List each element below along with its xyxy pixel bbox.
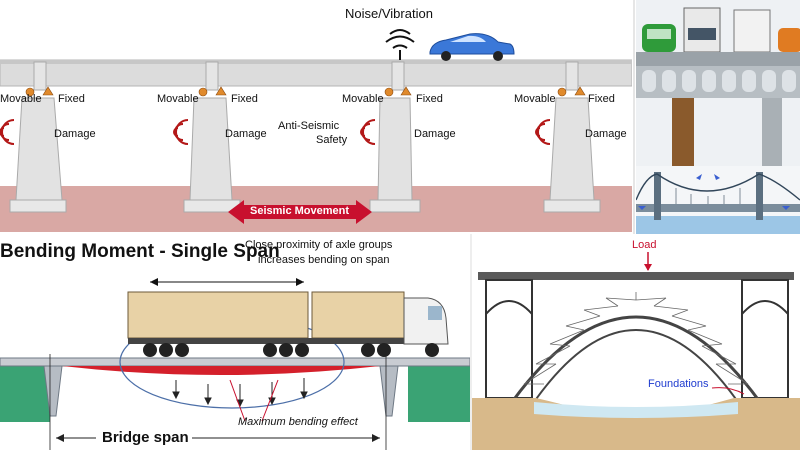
- arch-bridge-panel: Load Foundations: [472, 234, 800, 450]
- suspension-bridge-panel: [636, 166, 800, 234]
- panel-divider-vertical: [633, 0, 635, 234]
- traffic-overpass-svg: [636, 0, 800, 166]
- right-abutment: [408, 362, 470, 422]
- safety-label: Safety: [316, 134, 348, 146]
- damage-label-3: Damage: [414, 128, 456, 140]
- seismic-diagram-panel: Noise/Vibration Movable Fixed Damage Mov…: [0, 0, 632, 232]
- wheels: [143, 343, 439, 357]
- noise-vibration-icon: [385, 29, 415, 60]
- concrete-column: [762, 98, 782, 166]
- bending-moment-panel: Bending Moment - Single Span Close proxi…: [0, 234, 470, 450]
- bearings: [25, 86, 586, 97]
- arch-deck: [478, 272, 794, 280]
- movable-label-2: Movable: [157, 93, 199, 105]
- arch-truss-lacing: [523, 292, 749, 385]
- seismic-diagram-svg: [0, 0, 632, 232]
- seismic-movement-arrow: [228, 200, 372, 224]
- pier-1: [9, 61, 67, 213]
- damage-label-1: Damage: [54, 128, 96, 140]
- movable-label-3: Movable: [342, 93, 384, 105]
- car-icon: [429, 33, 515, 61]
- force-arrows-icon: [638, 174, 790, 210]
- green-car-icon: [642, 24, 676, 52]
- panel-divider-bottom: [470, 234, 472, 450]
- foundations-label: Foundations: [648, 378, 709, 390]
- pier-3: [369, 61, 421, 213]
- pier-2: [183, 61, 241, 213]
- left-abutment: [0, 362, 50, 422]
- noise-vibration-label: Noise/Vibration: [345, 6, 433, 21]
- damage-label-2: Damage: [225, 128, 267, 140]
- damage-wave-icons: [0, 119, 551, 145]
- load-label: Load: [632, 239, 657, 251]
- truck-icon: [683, 7, 721, 53]
- movable-label-4: Movable: [514, 93, 556, 105]
- movable-label-1: Movable: [0, 93, 42, 105]
- axle-note-line1: Close proximity of axle groups: [245, 239, 393, 251]
- fixed-label-1: Fixed: [58, 93, 85, 105]
- pier-4: [543, 61, 601, 213]
- suspension-bridge-svg: [636, 166, 800, 234]
- seismic-movement-label: Seismic Movement: [250, 205, 350, 217]
- arch-bridge-svg: [472, 234, 800, 450]
- bridge-deck: [0, 59, 632, 87]
- max-bending-label: Maximum bending effect: [238, 416, 358, 428]
- bending-moment-svg: [0, 234, 470, 450]
- fixed-label-3: Fixed: [416, 93, 443, 105]
- damage-label-4: Damage: [585, 128, 627, 140]
- bending-moment-title: Bending Moment - Single Span: [0, 241, 280, 262]
- traffic-overpass-panel: [636, 0, 800, 166]
- fixed-label-2: Fixed: [231, 93, 258, 105]
- orange-car-icon: [778, 28, 800, 52]
- bridge-span-label: Bridge span: [102, 429, 189, 446]
- anti-seismic-label: Anti-Seismic: [278, 120, 340, 132]
- bending-effect-zone: [62, 366, 380, 375]
- rusty-column: [672, 98, 694, 166]
- river-water: [534, 402, 738, 418]
- box-truck-icon: [733, 9, 771, 53]
- truck-trailer-icon: [127, 291, 449, 345]
- fixed-label-4: Fixed: [588, 93, 615, 105]
- main-arch: [510, 315, 762, 403]
- axle-note-line2: increases bending on span: [258, 254, 390, 266]
